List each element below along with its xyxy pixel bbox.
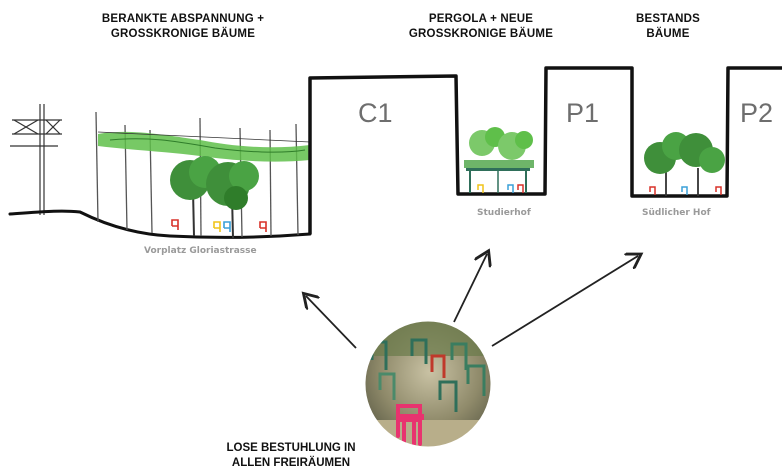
- heading-line: PERGOLA + NEUE: [428, 13, 534, 25]
- power-pylon-icon: [10, 104, 62, 215]
- building-label-p2: P2: [740, 98, 774, 128]
- building-label-p1: P1: [566, 98, 600, 128]
- heading-line: BÄUME: [646, 28, 690, 40]
- building-label-c1: C1: [358, 98, 393, 128]
- place-label-south-courtyard: Südlicher Hof: [642, 208, 711, 218]
- forecourt-trees: [170, 156, 259, 239]
- ground-line-forecourt: [8, 209, 312, 239]
- caption-loose-seating: LOSE BESTUHLUNG IN ALLEN FREIRÄUMEN: [216, 441, 366, 471]
- planted-canopy: [97, 131, 311, 162]
- arrow-forecourt: [306, 296, 357, 349]
- place-label-forecourt: Vorplatz Gloriastrasse: [144, 246, 257, 256]
- building-outline: [308, 66, 782, 234]
- heading-line: BESTANDS: [635, 13, 700, 25]
- arrows: [306, 254, 638, 349]
- heading-line: BERANKTE ABSPANNUNG +: [101, 13, 265, 25]
- forecourt-chairs: [171, 219, 267, 232]
- heading-line: GROSSKRONIGE BÄUME: [408, 28, 554, 40]
- heading-pergola: PERGOLA + NEUE GROSSKRONIGE BÄUME: [388, 12, 574, 42]
- caption-line: LOSE BESTUHLUNG IN: [226, 442, 356, 454]
- heading-line: GROSSKRONIGE BÄUME: [110, 28, 256, 40]
- loose-chairs-photo: [365, 321, 491, 447]
- arrow-south-courtyard: [491, 256, 638, 347]
- heading-existing-trees: BESTANDS BÄUME: [628, 12, 708, 42]
- south-courtyard-trees: [644, 132, 725, 196]
- arrow-studierhof: [453, 254, 487, 323]
- studierhof-pergola: [464, 127, 534, 193]
- heading-planted-tensioning: BERANKTE ABSPANNUNG + GROSSKRONIGE BÄUME: [78, 12, 288, 42]
- caption-line: ALLEN FREIRÄUMEN: [231, 457, 351, 469]
- place-label-studierhof: Studierhof: [477, 208, 531, 218]
